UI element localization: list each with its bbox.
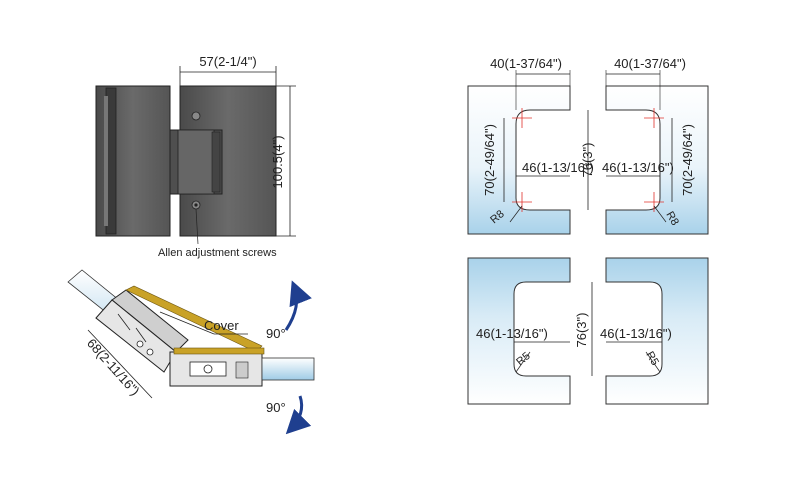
bottom-left-depth-label: 46(1-13/16") — [476, 326, 548, 341]
length-dimension-line — [87, 329, 153, 399]
hinge-side-view: Cover 68(2-11/16") 90° 90° — [67, 269, 315, 435]
top-left-height-label: 70(2-49/64") — [482, 124, 497, 196]
screw-socket-icon — [194, 203, 198, 207]
bottom-gap-label: 76(3") — [574, 313, 589, 348]
top-left-glass-cutout — [467, 85, 571, 235]
top-right-width-label: 40(1-37/64") — [614, 56, 686, 71]
top-right-glass-cutout — [605, 85, 709, 235]
rotate-up-arrow-icon — [284, 280, 312, 331]
clamp-line — [117, 313, 131, 331]
screw-icon — [191, 111, 201, 121]
angle-down-label: 90° — [266, 400, 286, 415]
center-marks — [512, 108, 664, 212]
cover-leader-line — [159, 311, 215, 335]
left-plate-edge — [104, 96, 108, 226]
top-left-depth-label: 46(1-13/16") — [522, 160, 594, 175]
top-left-width-label: 40(1-37/64") — [490, 56, 562, 71]
front-width-label: 57(2-1/4") — [199, 54, 256, 69]
clamp-line — [135, 327, 147, 343]
hinge-barrel-edge — [211, 131, 221, 193]
pin-icon — [136, 340, 144, 348]
pin-icon — [146, 348, 154, 356]
top-right-depth-label: 46(1-13/16") — [602, 160, 674, 175]
hinge-front-view: 57(2-1/4") 100.5(4") Allen adjustment sc… — [95, 54, 296, 259]
front-height-label: 100.5(4") — [270, 135, 285, 188]
straight-cover-strip — [173, 347, 265, 355]
top-gap-label: 76(3") — [580, 143, 595, 178]
top-right-radius-leader — [653, 205, 667, 223]
allen-leader-line — [195, 208, 199, 245]
bottom-right-depth-label: 46(1-13/16") — [600, 326, 672, 341]
bottom-right-glass-cutout — [605, 257, 709, 405]
cover-label: Cover — [204, 318, 239, 333]
bottom-left-radius-label: R5 — [514, 350, 532, 368]
bottom-left-glass-cutout — [467, 257, 571, 405]
allen-screws-note: Allen adjustment screws — [158, 247, 277, 259]
top-right-height-label: 70(2-49/64") — [680, 124, 695, 196]
rotate-down-arrow-icon — [285, 395, 312, 435]
cutouts-bottom: 46(1-13/16") 46(1-13/16") 76(3") R5 R5 — [467, 257, 709, 405]
hinge-barrel — [177, 129, 215, 195]
straight-glass-panel — [261, 357, 315, 381]
cutouts-top: 40(1-37/64") 40(1-37/64") 70(2-49/64") 7… — [467, 56, 709, 235]
cover-strip — [125, 285, 263, 353]
bottom-left-radius-leader — [515, 351, 531, 373]
bottom-right-radius-leader — [645, 351, 661, 373]
set-screw — [235, 361, 249, 379]
pivot-icon — [203, 364, 213, 374]
top-left-radius-leader — [509, 205, 523, 223]
angle-up-label: 90° — [266, 326, 286, 341]
